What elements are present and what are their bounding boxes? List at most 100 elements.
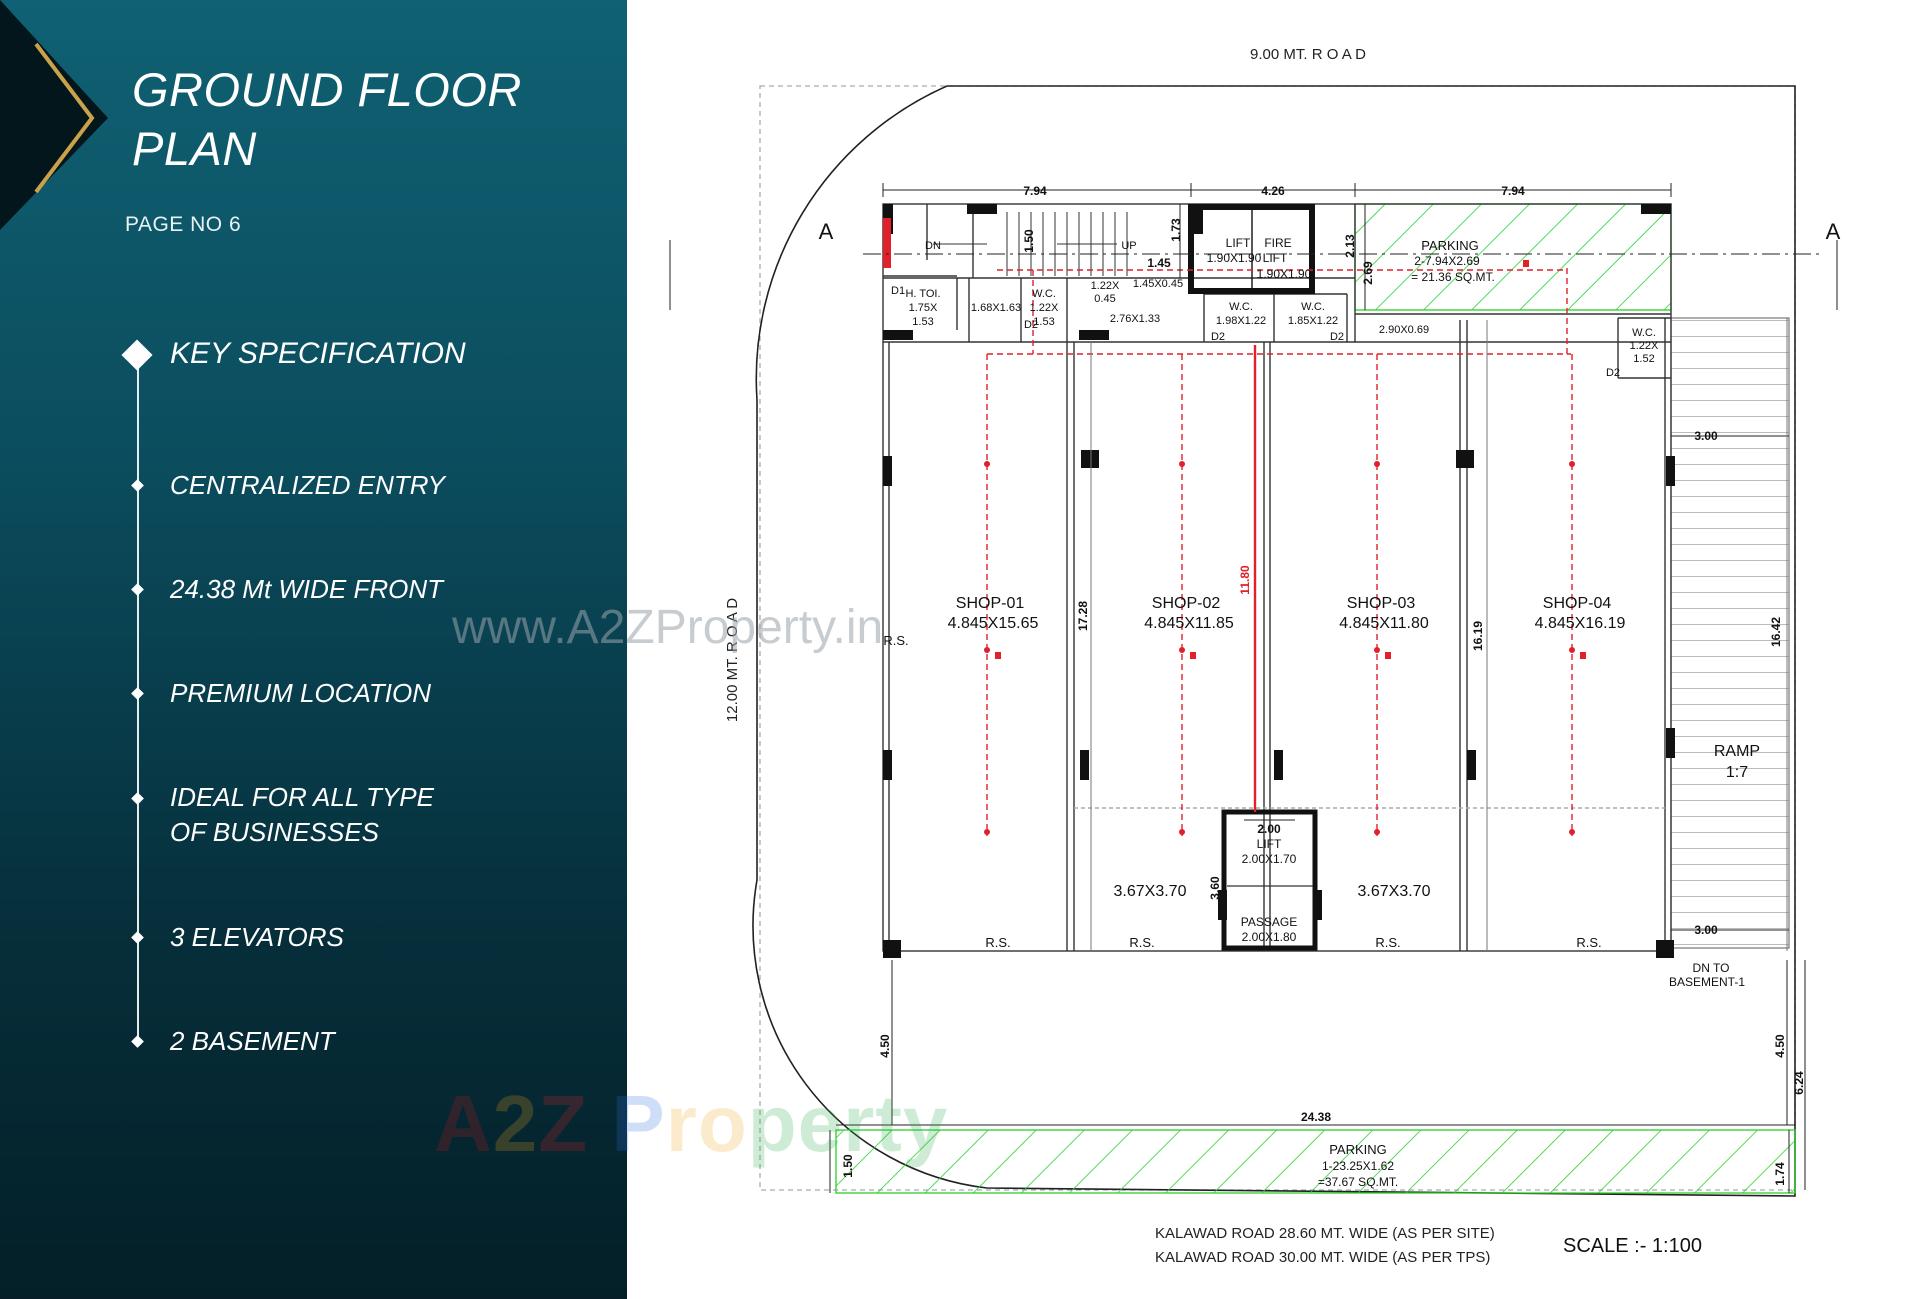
shop-area-label: 4.845X11.80 [1339, 615, 1429, 632]
logo-letter: P [588, 1079, 666, 1168]
diamond-bullet-icon [131, 792, 144, 805]
dim-label: 1.74 [1773, 1162, 1787, 1186]
rs-label: R.S. [1375, 935, 1400, 950]
room-label: 1.85X1.22 [1288, 315, 1338, 327]
building-walls [882, 203, 1672, 952]
parking-top-label: = 21.36 SQ.MT. [1411, 270, 1495, 284]
ramp-label: RAMP [1714, 743, 1760, 760]
dim-label: 4.50 [878, 1034, 892, 1058]
spec-heading: KEY SPECIFICATION [170, 337, 466, 370]
stair-up-label: UP [1121, 240, 1136, 252]
shop-area-label: 4.845X16.19 [1535, 615, 1626, 632]
room-label: PASSAGE [1241, 915, 1297, 929]
dim-label: 7.94 [1501, 184, 1525, 198]
room-label: 1.53 [1033, 316, 1054, 328]
chevron-right-icon [34, 42, 95, 194]
room-label: 3.67X3.70 [1114, 883, 1187, 900]
title-line-1: GROUND FLOOR [132, 63, 522, 116]
room-label: 1.22X [1630, 340, 1659, 352]
dim-label: 11.80 [1238, 565, 1252, 595]
spec-item: 24.38 Mt WIDE FRONT [170, 574, 444, 604]
watermark-text: www.A2ZProperty.in [452, 601, 884, 654]
lift-core-bottom [1221, 809, 1318, 951]
dim-label: 2.13 [1343, 234, 1357, 258]
room-label: 3.67X3.70 [1358, 883, 1431, 900]
door-label: D2 [1211, 331, 1225, 343]
room-label: 2.00X1.70 [1242, 852, 1297, 866]
spec-item: IDEAL FOR ALL TYPE OF BUSINESSES [170, 780, 434, 850]
parking-bottom-label: =37.67 SQ.MT. [1318, 1175, 1398, 1189]
dim-label: 17.28 [1076, 601, 1090, 631]
room-label: 1.22X [1091, 280, 1120, 292]
dim-label: 3.00 [1694, 429, 1718, 443]
dim-label: 1.45 [1147, 256, 1171, 270]
electrical-lines [986, 268, 1573, 836]
spec-item-line: OF BUSINESSES [170, 817, 380, 847]
ramp-direction-label: BASEMENT-1 [1669, 975, 1745, 989]
dim-label: 1.73 [1169, 218, 1183, 242]
room-label: 0.45 [1094, 293, 1115, 305]
spec-item: 3 ELEVATORS [170, 922, 344, 952]
room-label: 1.90X1.90 [1207, 251, 1262, 265]
scale-label: SCALE :- 1:100 [1563, 1235, 1702, 1257]
door-label: D2 [1024, 319, 1038, 331]
shop-area-label: 4.845X15.65 [948, 615, 1039, 632]
parking-bottom-label: PARKING [1329, 1142, 1387, 1157]
lift-core-top [1188, 204, 1315, 294]
dimension-lines [669, 183, 1838, 1193]
spec-item: PREMIUM LOCATION [170, 678, 431, 708]
logo-letter: ro [665, 1079, 748, 1168]
room-label: 1.68X1.63 [971, 302, 1021, 314]
rs-label: R.S. [1129, 935, 1154, 950]
dim-label: 4.50 [1773, 1034, 1787, 1058]
fire-extinguisher-icons [995, 260, 1586, 659]
road-label-left: 12.00 MT. R O A D [724, 598, 741, 722]
diamond-bullet-icon [121, 339, 153, 371]
dim-label: 1.50 [1022, 229, 1036, 253]
dim-label: 2.69 [1361, 261, 1375, 285]
dim-label: 2.00 [1257, 822, 1281, 836]
dim-label: 1.50 [841, 1154, 855, 1178]
spec-item-line: IDEAL FOR ALL TYPE [170, 782, 434, 812]
ramp-stripes [1671, 318, 1789, 948]
road-label-bottom-site: KALAWAD ROAD 28.60 MT. WIDE (AS PER SITE… [1155, 1225, 1495, 1242]
ramp-slope-label: 1:7 [1726, 764, 1748, 781]
rs-label: R.S. [985, 935, 1010, 950]
dim-label: 6.24 [1792, 1071, 1806, 1095]
room-label: 1.52 [1633, 353, 1654, 365]
dim-label: 7.94 [1023, 184, 1047, 198]
parking-bottom-label: 1-23.25X1.62 [1322, 1159, 1394, 1173]
rs-label: R.S. [1576, 935, 1601, 950]
room-label: 1.75X [909, 302, 938, 314]
logo-letter: A [434, 1079, 493, 1168]
shop-area-label: 4.845X11.85 [1144, 615, 1234, 632]
room-label: W.C. [1301, 301, 1325, 313]
parking-top-label: PARKING [1421, 238, 1479, 253]
spec-item: 2 BASEMENT [170, 1026, 335, 1056]
room-label: H. TOI. [905, 288, 940, 300]
diamond-bullet-icon [131, 479, 144, 492]
room-label: W.C. [1632, 327, 1656, 339]
road-label-bottom-tps: KALAWAD ROAD 30.00 MT. WIDE (AS PER TPS) [1155, 1249, 1490, 1266]
logo-letter: perty [747, 1079, 949, 1168]
stair-down-label: DN [925, 240, 941, 252]
room-label: LIFT [1263, 251, 1288, 265]
staircase [933, 212, 1128, 276]
shop-label: SHOP-04 [1543, 595, 1612, 612]
electrical-points [883, 218, 1575, 835]
road-label-top: 9.00 MT. R O A D [1250, 46, 1366, 63]
room-label: 1.45X0.45 [1133, 278, 1183, 290]
rs-label: R.S. [883, 633, 908, 648]
room-label: 2.90X0.69 [1379, 324, 1429, 336]
logo-letter: 2 [492, 1079, 539, 1168]
spec-item: CENTRALIZED ENTRY [170, 470, 445, 500]
room-label: W.C. [1229, 301, 1253, 313]
dim-label: 3.60 [1208, 876, 1222, 900]
door-label: D2 [1330, 331, 1344, 343]
room-label: 2.76X1.33 [1110, 313, 1160, 325]
dim-label: 16.19 [1471, 621, 1485, 651]
room-label: 1.22X [1030, 302, 1059, 314]
page-number: PAGE NO 6 [125, 213, 242, 236]
room-label: FIRE [1264, 236, 1291, 250]
dim-label: 16.42 [1769, 617, 1783, 647]
